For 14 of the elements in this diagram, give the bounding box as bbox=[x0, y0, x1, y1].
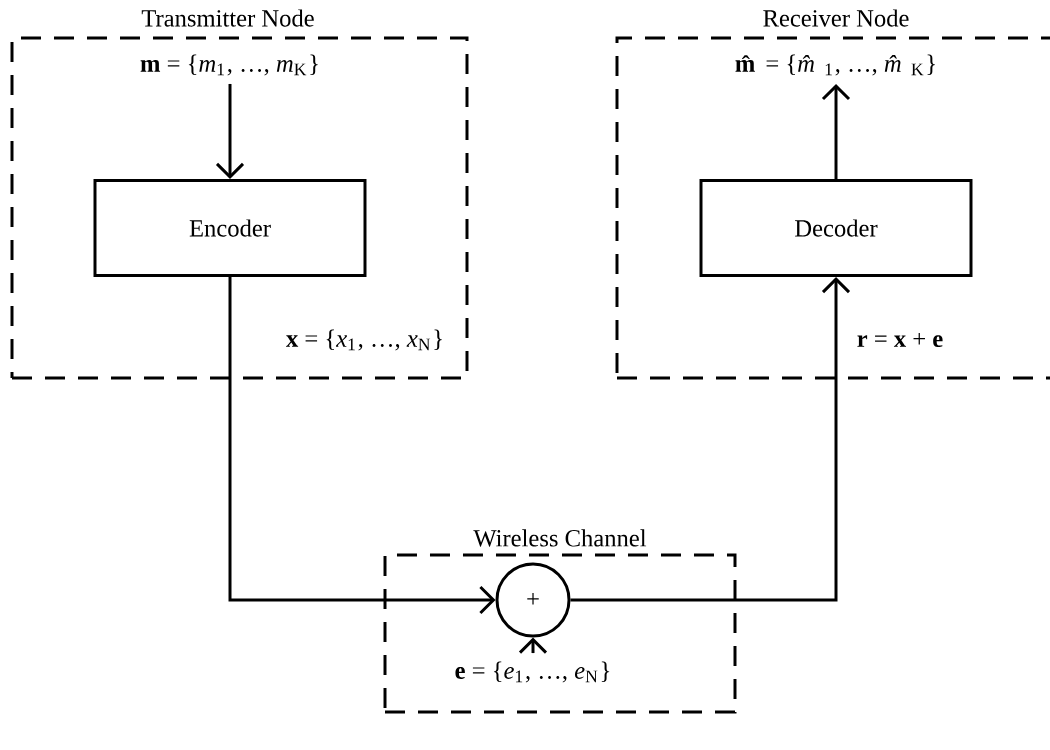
process-box: Encoder bbox=[93, 179, 367, 277]
arrow bbox=[821, 83, 851, 179]
edge-label: r = x + e bbox=[853, 329, 947, 351]
formula-label: e = {e$_{1}$, …, e$_{N}$} bbox=[455, 661, 610, 683]
arrow bbox=[228, 277, 496, 615]
arrow bbox=[215, 83, 245, 179]
formula-label: m = {m$_{1}$, …, m$_{K}$} bbox=[140, 54, 318, 76]
process-box: Decoder bbox=[699, 179, 973, 277]
arrow bbox=[570, 277, 851, 602]
group-title: Transmitter Node bbox=[141, 9, 314, 27]
group-title: Wireless Channel bbox=[473, 529, 647, 547]
edge-label: x = {x$_{1}$, …, x$_{N}$} bbox=[282, 326, 448, 354]
group-title: Receiver Node bbox=[763, 9, 909, 27]
formula-label: m̂ = {m̂$_{1}$, …, m̂$_{K}$} bbox=[735, 54, 935, 76]
